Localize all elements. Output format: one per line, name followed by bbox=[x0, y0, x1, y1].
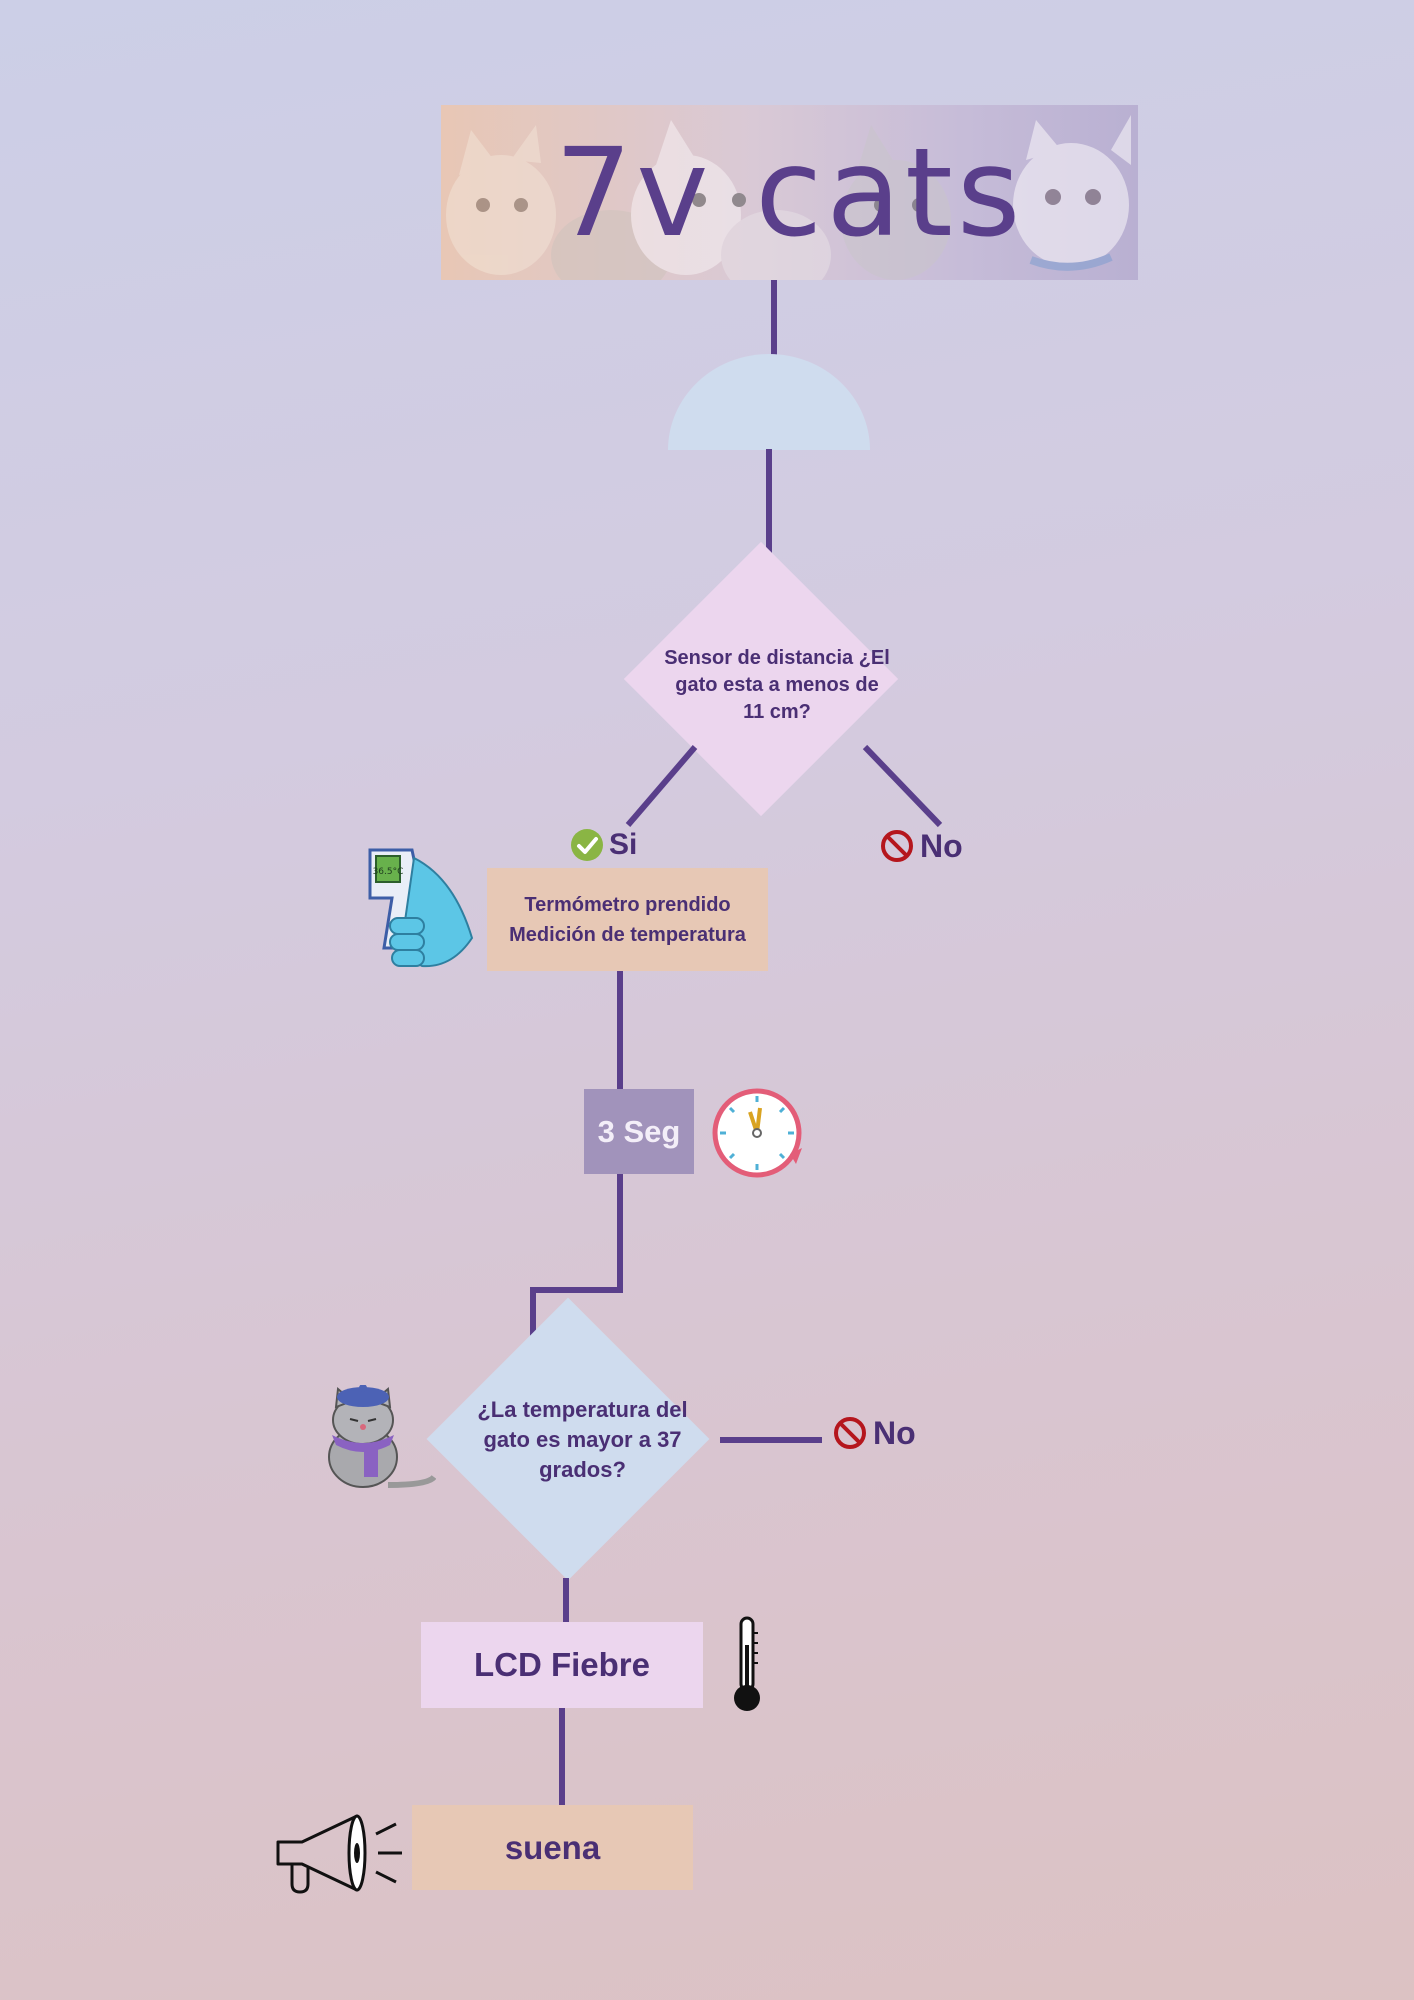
no-branch-label-2: No bbox=[833, 1413, 916, 1453]
connector-line bbox=[617, 1174, 623, 1293]
connector-line bbox=[771, 280, 777, 355]
thermometer-icon bbox=[734, 1616, 760, 1711]
connector-line bbox=[530, 1287, 536, 1357]
sound-step-box: suena bbox=[412, 1805, 693, 1890]
decision-distance-text: Sensor de distancia ¿El gato esta a meno… bbox=[664, 646, 890, 723]
decision-temperature-text: ¿La temperatura del gato es mayor a 37 g… bbox=[477, 1397, 688, 1482]
wait-text: 3 Seg bbox=[597, 1113, 681, 1149]
thermometer-gun-icon: 36.5°C bbox=[368, 848, 474, 968]
start-semicircle bbox=[668, 354, 870, 450]
check-circle-icon bbox=[571, 829, 603, 861]
yes-branch-label: Si bbox=[571, 825, 637, 865]
thermometer-line2: Medición de temperatura bbox=[509, 923, 746, 946]
connector-line bbox=[563, 1578, 569, 1623]
thermometer-step-box: Termómetro prendido Medición de temperat… bbox=[487, 868, 768, 971]
lcd-step-box: LCD Fiebre bbox=[421, 1622, 703, 1708]
connector-line bbox=[530, 1287, 623, 1293]
connector-line bbox=[617, 971, 623, 1090]
branch-lines bbox=[625, 744, 943, 828]
megaphone-icon bbox=[276, 1814, 402, 1894]
thermometer-line1: Termómetro prendido bbox=[524, 893, 731, 916]
lcd-text: LCD Fiebre bbox=[473, 1646, 651, 1683]
banner-title: 7v cats bbox=[554, 121, 1025, 264]
no-entry-icon bbox=[881, 830, 913, 862]
sick-cat-icon bbox=[328, 1385, 436, 1488]
sound-text: suena bbox=[504, 1828, 601, 1866]
no-label: No bbox=[920, 827, 963, 864]
clock-icon bbox=[712, 1088, 802, 1178]
connector-line bbox=[766, 449, 772, 557]
cats-illustration bbox=[446, 115, 1131, 280]
connector-line bbox=[720, 1437, 822, 1443]
connector-line bbox=[559, 1708, 565, 1806]
thermo-display: 36.5°C bbox=[373, 867, 404, 877]
no-label-2: No bbox=[873, 1414, 916, 1451]
no-branch-label: No bbox=[880, 826, 963, 866]
title-banner: 7v cats bbox=[441, 105, 1138, 280]
yes-label: Si bbox=[609, 828, 638, 861]
wait-step-box: 3 Seg bbox=[584, 1089, 694, 1174]
no-entry-icon bbox=[834, 1417, 866, 1449]
